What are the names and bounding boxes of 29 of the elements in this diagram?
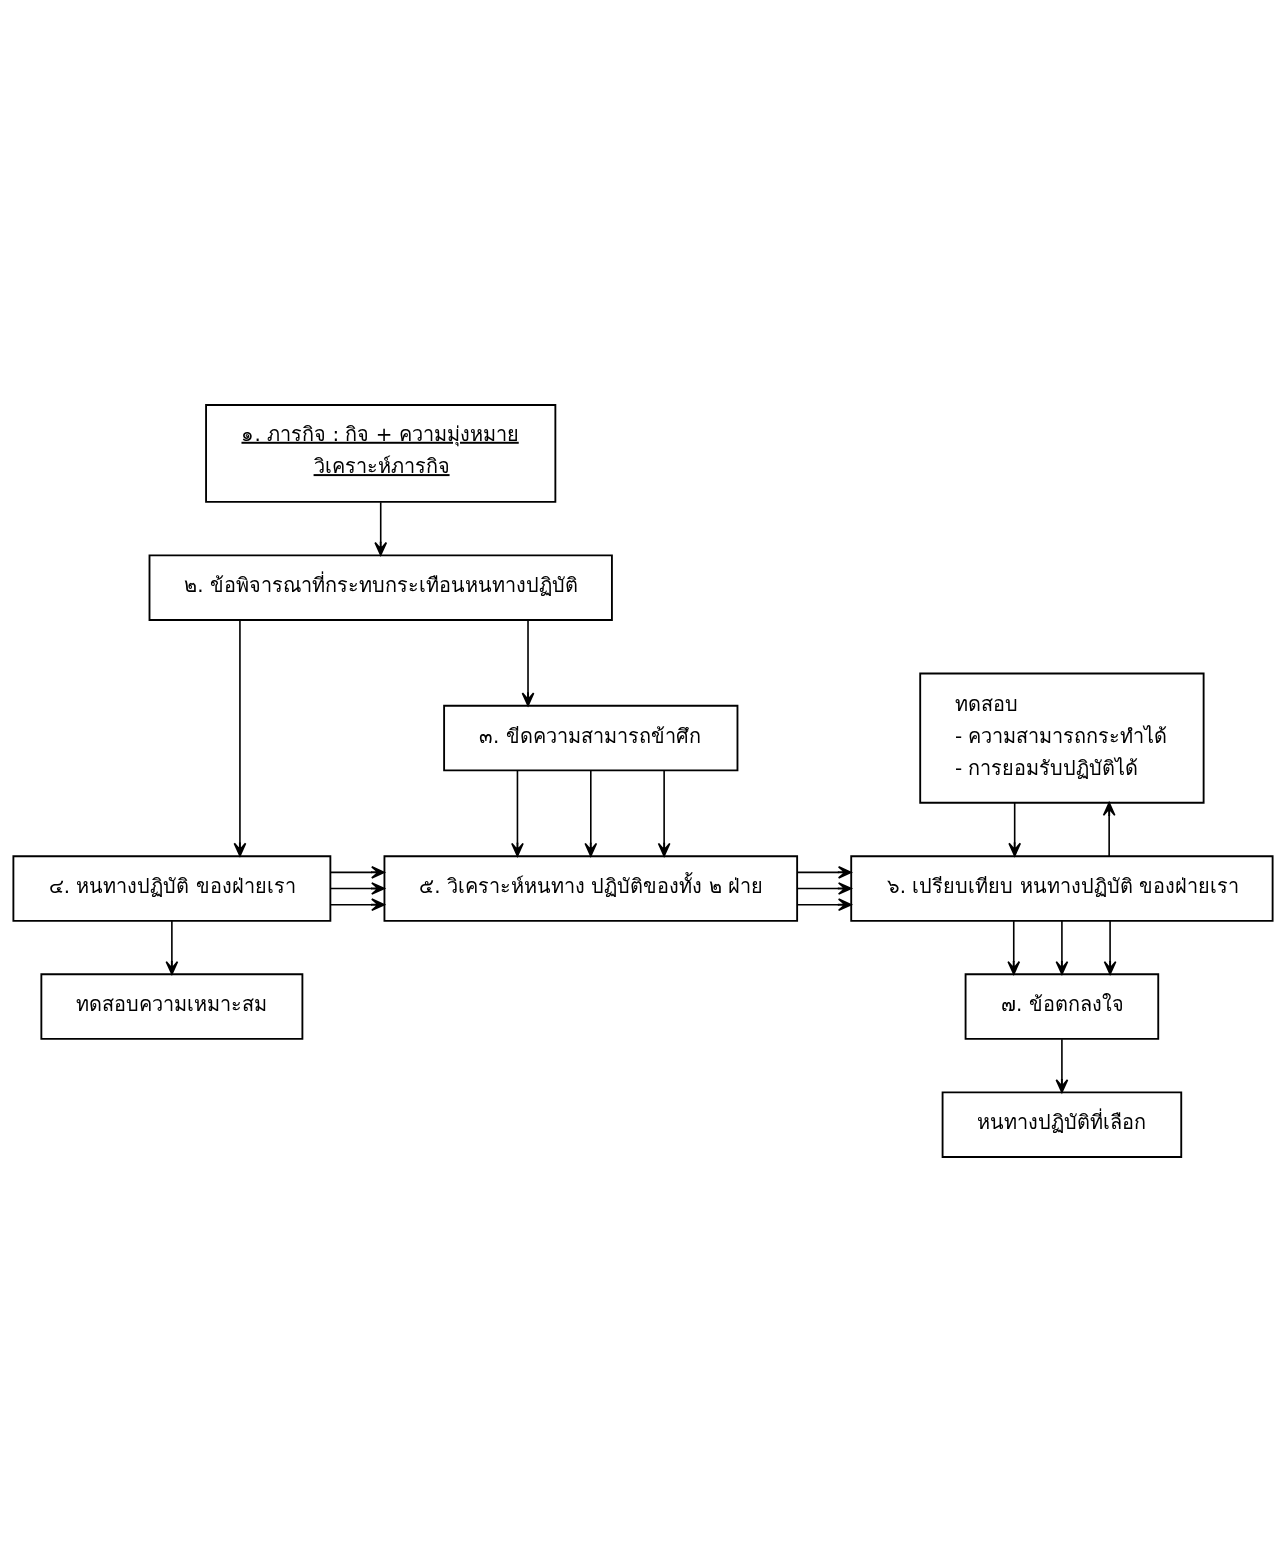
arrow <box>374 501 388 556</box>
arrow <box>796 898 852 912</box>
arrow <box>1055 920 1069 975</box>
arrow <box>1102 802 1116 857</box>
node-box: ๑. ภารกิจ : กิจ + ความมุ่งหมาย วิเคราะห์ภารกิจ <box>205 404 557 503</box>
arrow <box>233 619 247 857</box>
node-box: ๓. ขีดความสามารถข้าศึก <box>443 704 739 772</box>
arrow <box>1008 801 1022 857</box>
arrow <box>521 619 535 707</box>
arrow <box>1007 920 1021 975</box>
node-box: ๗. ข้อตกลงใจ <box>964 973 1160 1040</box>
arrow <box>330 898 386 912</box>
arrow <box>330 865 386 879</box>
arrow <box>657 769 671 857</box>
node-box: ๒. ข้อพิจารณาที่กระทบกระเทือนหนทางปฏิบัติ <box>148 554 613 621</box>
arrow <box>511 769 524 857</box>
node-box: ๕. วิเคราะห์หนทาง ปฏิบัติของทั้ง ๒ ฝ่าย <box>383 855 799 922</box>
arrow <box>1103 920 1117 975</box>
arrow <box>1055 1038 1069 1094</box>
arrow <box>165 920 179 975</box>
arrow <box>796 882 852 895</box>
arrow <box>584 769 598 857</box>
node-box: หนทางปฏิบัติที่เลือก <box>941 1091 1183 1158</box>
arrow <box>796 865 852 879</box>
node-box: ทดสอบความเหมาะสม <box>40 973 304 1040</box>
arrow <box>330 882 386 895</box>
node-box: ๖. เปรียบเทียบ หนทางปฏิบัติ ของฝ่ายเรา <box>850 855 1274 922</box>
node-box: ทดสอบ - ความสามารถกระทำได้ - การยอมรับปฏิบัติได้ <box>919 672 1205 804</box>
node-box: ๔. หนทางปฏิบัติ ของฝ่ายเรา <box>12 855 332 922</box>
